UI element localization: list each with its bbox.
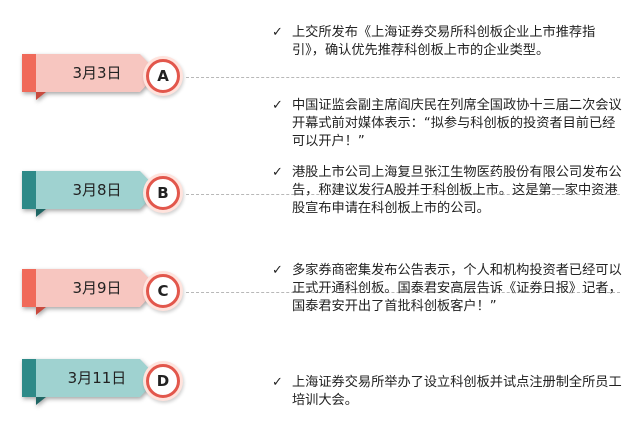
dashed-connector — [186, 292, 620, 293]
date-tag: 3月11日 — [22, 359, 158, 407]
note-5: ✓ 上海证券交易所举办了设立科创板并试点注册制全所员工培训大会。 — [272, 374, 628, 410]
note-3: ✓ 港股上市公司上海复旦张江生物医药股份有限公司发布公告，称建议发行A股并于科创… — [272, 164, 628, 218]
date-label: 3月11日 — [67, 369, 127, 387]
note-4: ✓ 多家券商密集发布公告表示，个人和机构投资者已经可以正式开通科创板。国泰君安高… — [272, 262, 628, 316]
note-text: 中国证监会副主席阎庆民在列席全国政协十三届二次会议开幕式前对媒体表示：“拟参与科… — [292, 98, 622, 149]
note-2: ✓ 中国证监会副主席阎庆民在列席全国政协十三届二次会议开幕式前对媒体表示：“拟参… — [272, 97, 628, 151]
check-icon: ✓ — [272, 98, 283, 113]
date-label: 3月9日 — [72, 279, 122, 297]
check-icon: ✓ — [272, 165, 283, 180]
marker-circle-d: D — [146, 364, 180, 398]
date-tag: 3月8日 — [22, 171, 158, 219]
dashed-connector — [186, 194, 620, 195]
note-text: 上交所发布《上海证券交易所科创板企业上市推荐指引》，确认优先推荐科创板上市的企业… — [292, 25, 596, 58]
note-1: ✓ 上交所发布《上海证券交易所科创板企业上市推荐指引》，确认优先推荐科创板上市的… — [272, 24, 628, 60]
note-text: 上海证券交易所举办了设立科创板并试点注册制全所员工培训大会。 — [292, 375, 622, 408]
marker-circle-c: C — [146, 274, 180, 308]
note-text: 港股上市公司上海复旦张江生物医药股份有限公司发布公告，称建议发行A股并于科创板上… — [292, 165, 622, 216]
note-text: 多家券商密集发布公告表示，个人和机构投资者已经可以正式开通科创板。国泰君安高层告… — [292, 263, 622, 314]
dashed-connector — [186, 77, 620, 78]
check-icon: ✓ — [272, 375, 283, 390]
marker-circle-b: B — [146, 176, 180, 210]
date-label: 3月8日 — [72, 181, 122, 199]
check-icon: ✓ — [272, 263, 283, 278]
date-label: 3月3日 — [72, 64, 122, 82]
check-icon: ✓ — [272, 25, 283, 40]
marker-circle-a: A — [146, 59, 180, 93]
date-tag: 3月9日 — [22, 269, 158, 317]
date-tag: 3月3日 — [22, 54, 158, 102]
